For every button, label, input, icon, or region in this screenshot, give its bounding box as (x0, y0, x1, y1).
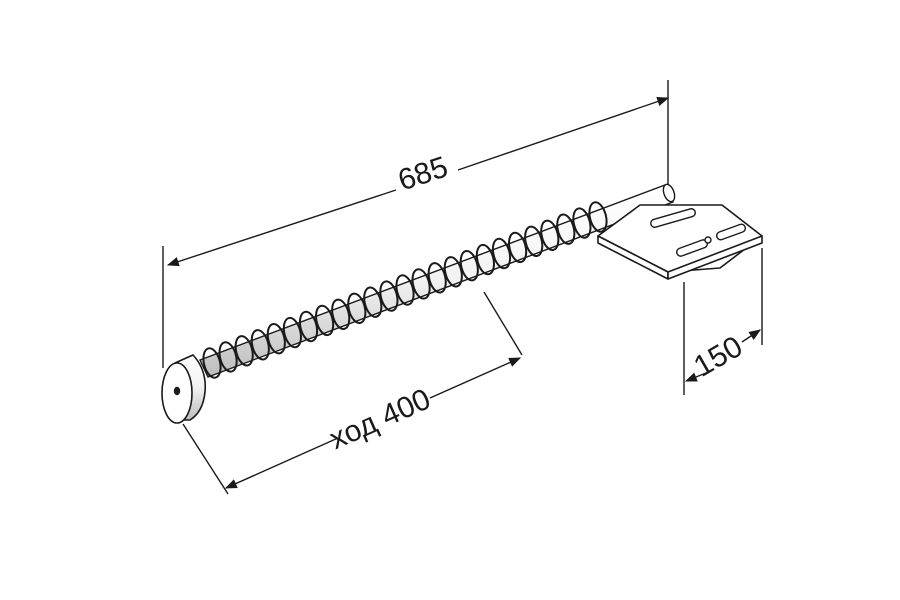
spring-coil (395, 274, 415, 306)
spring-coil (556, 213, 576, 245)
mounting-bracket-icon (597, 204, 763, 280)
spring-coil (315, 304, 335, 337)
spring-coil (411, 268, 431, 300)
spring-coil (459, 250, 479, 282)
spring-coil (266, 323, 286, 355)
spring-coil (475, 243, 495, 276)
extension-lines-travel (182, 291, 523, 495)
spring-coil (218, 341, 238, 373)
spring-coil (363, 286, 383, 318)
dimension-685-label: 685 (394, 151, 452, 198)
coil-spring-icon (202, 201, 608, 379)
dimension-150: 150 (684, 329, 761, 384)
spring-coil (427, 262, 447, 294)
spring-coil (491, 237, 512, 270)
rubber-stop-icon (161, 354, 207, 424)
spring-coil (234, 335, 254, 367)
dimension-travel-label: ход 400 (325, 383, 436, 457)
spring-coil (298, 310, 319, 343)
extension-lines-150 (683, 248, 763, 395)
spring-coil (379, 280, 399, 312)
spring-coil (588, 201, 608, 233)
spring-coil (572, 207, 592, 239)
dimension-150-label: 150 (688, 330, 748, 384)
spring-coil (331, 298, 351, 330)
spring-coil (508, 231, 528, 264)
dimension-685: 685 (166, 96, 670, 267)
dimension-travel-400: ход 400 (224, 357, 522, 489)
spring-coil (347, 292, 367, 324)
spring-coil (443, 256, 463, 288)
spring-coil (524, 225, 544, 257)
spring-coil (540, 219, 560, 251)
spring-coil (202, 347, 222, 379)
spring-coil (250, 329, 270, 361)
spring-coil (282, 316, 302, 349)
